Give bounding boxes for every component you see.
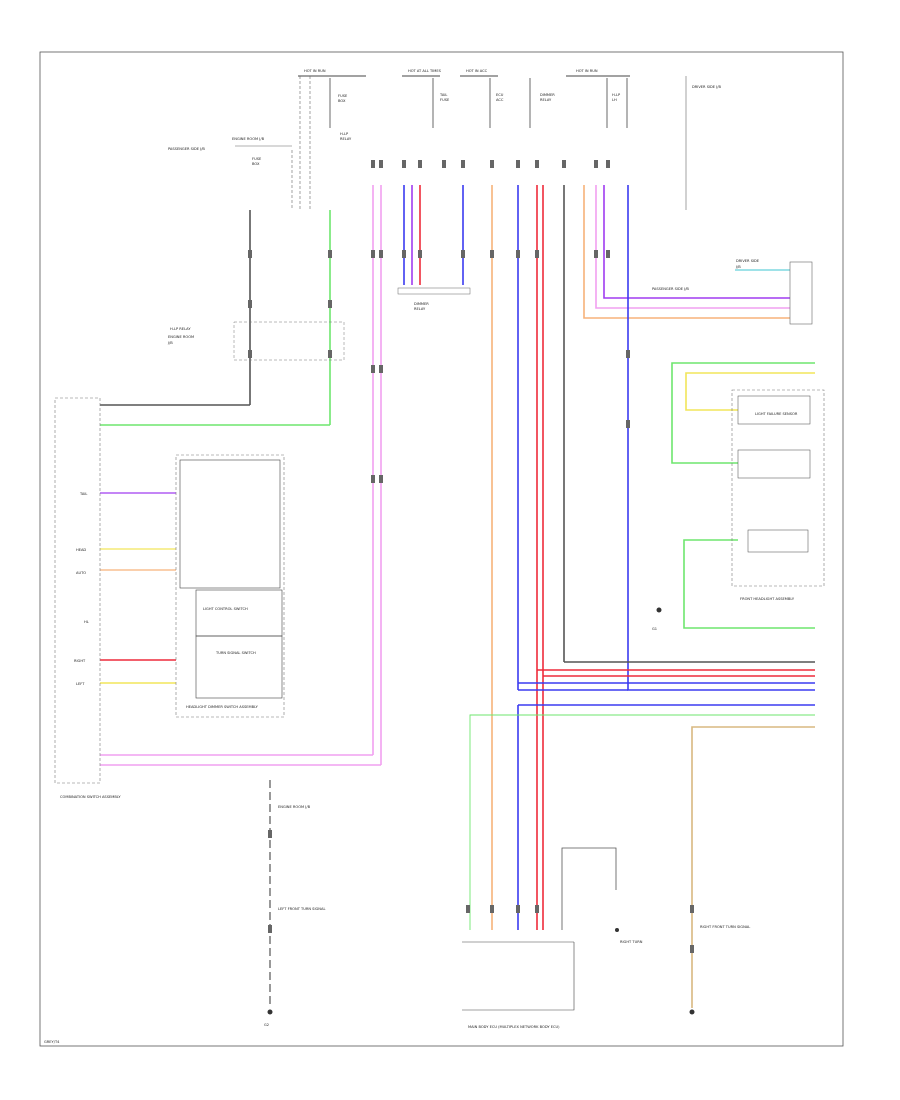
driver-jb-label: DRIVER SIDE J/B [692,85,721,89]
top-dashed-frames [235,76,687,210]
wire-grn-4 [683,539,815,629]
pos-hl: HL [84,620,89,624]
right-connector-block: DRIVER SIDE J/B PASSENGER SIDE J/B [652,259,813,325]
wire-set [100,185,815,1008]
hot-label-left: HOT IN RUN [304,69,326,73]
pos-auto: AUTO [76,571,86,575]
component-labels-top: FUSE BOX H-LP RELAY TAIL FUSE ECU ACC DI… [168,85,721,166]
relay-label: H-LP RELAY [170,327,191,331]
main-body-ecu: MAIN BODY ECU (MULTIPLEX NETWORK BODY EC… [462,847,617,1029]
svg-text:FUSE: FUSE [252,157,262,161]
front-headlight-label: FRONT HEADLIGHT ASSEMBLY [740,597,795,601]
top-header-mid: HOT AT ALL TIMES HOT IN ACC [402,69,498,77]
pos-right: RIGHT [74,659,86,663]
wire-blu-4 [627,185,815,691]
svg-text:LH: LH [612,98,617,102]
connector-ticks [248,160,694,953]
svg-text:DIMMER: DIMMER [414,302,429,306]
svg-text:H-LP: H-LP [612,93,621,97]
svg-text:DRIVER SIDE: DRIVER SIDE [736,259,760,263]
hot-label-right: HOT IN RUN [576,69,598,73]
pos-head: HEAD [76,548,86,552]
light-failure: LIGHT FAILURE SENSOR [755,412,798,416]
svg-text:ACC: ACC [496,98,504,102]
svg-text:FUSE: FUSE [440,98,450,102]
front-headlight: LIGHT FAILURE SENSOR FRONT HEADLIGHT ASS… [731,389,825,601]
ground-symbols [267,607,695,1015]
svg-text:RELAY: RELAY [340,137,352,141]
headlight-dimmer-label: HEADLIGHT DIMMER SWITCH ASSEMBLY [186,705,259,709]
main-body-ecu-label: MAIN BODY ECU (MULTIPLEX NETWORK BODY EC… [468,1025,560,1029]
diagram-border [39,51,844,1047]
hot-label-mid1: HOT AT ALL TIMES [408,69,442,73]
connector-small-block: DIMMER RELAY [397,287,471,311]
svg-text:RELAY: RELAY [414,307,426,311]
wire-grn-3 [671,362,815,464]
svg-text:FUSE: FUSE [338,94,348,98]
left-front-turn: LEFT FRONT TURN SIGNAL [278,907,325,911]
light-control-label: LIGHT CONTROL SWITCH [203,607,248,611]
wire-yel-1 [685,372,815,411]
relay-dashed [233,321,345,361]
right-front-turn: RIGHT FRONT TURN SIGNAL [700,925,750,929]
svg-text:ECU: ECU [496,93,504,97]
wire-tan-1 [691,726,815,1008]
combination-switch: COMBINATION SWITCH ASSEMBLY HEADLIGHT DI… [54,397,285,799]
svg-text:DIMMER: DIMMER [540,93,555,97]
svg-text:J/B: J/B [167,341,173,345]
wire-pnk-2 [595,185,790,309]
top-header-left: HOT IN RUN [298,69,366,77]
bus-grn-thin [469,714,815,930]
svg-text:ENGINE ROOM: ENGINE ROOM [168,335,194,339]
ground-a-label: G1 [652,627,657,631]
combination-switch-label: COMBINATION SWITCH ASSEMBLY [60,795,121,799]
svg-text:RELAY: RELAY [540,98,552,102]
svg-text:J/B: J/B [735,265,741,269]
passenger-jb-label: PASSENGER SIDE J/B [168,147,205,151]
footer-code: GREY/T4 [44,1040,60,1044]
svg-text:BOX: BOX [338,99,346,103]
svg-text:H-LP: H-LP [340,132,349,136]
turn-switch-label: TURN SIGNAL SWITCH [215,651,256,655]
svg-text:TAIL: TAIL [439,93,447,97]
engine-room-jb-lower: ENGINE ROOM J/B [278,805,311,809]
hot-label-mid2: HOT IN ACC [466,69,488,73]
fuses-top [329,78,628,128]
wire-vio-2 [603,185,790,299]
pos-left: LEFT [76,682,85,686]
passenger-jb-b: PASSENGER SIDE J/B [652,287,689,291]
ground-b-label: G2 [264,1023,269,1027]
right-turn-label: RIGHT TURN [620,940,643,944]
engine-jb-label: ENGINE ROOM J/B [232,137,265,141]
wire-org-2 [583,185,790,319]
pos-tail: TAIL [79,492,87,496]
svg-text:BOX: BOX [252,162,260,166]
top-header-right: HOT IN RUN [566,69,630,77]
